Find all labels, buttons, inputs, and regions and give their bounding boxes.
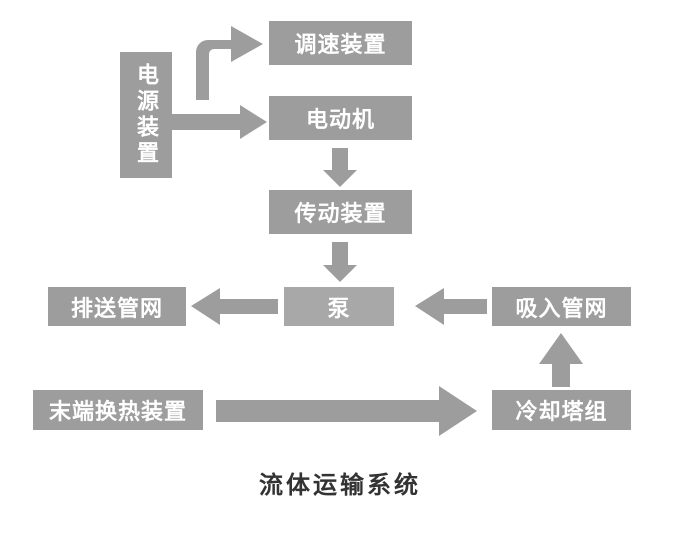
node-speed-regulator-label: 调速装置 — [294, 32, 387, 57]
node-terminal-heat-exchanger-label: 末端换热装置 — [48, 399, 187, 424]
node-transmission[interactable]: 传动装置 — [269, 190, 412, 234]
arrow-suction-to-pump — [415, 288, 487, 325]
arrow-power-to-speed-regulator — [196, 26, 263, 100]
node-terminal-heat-exchanger[interactable]: 末端换热装置 — [33, 390, 203, 430]
node-cooling-tower[interactable]: 冷却塔组 — [492, 390, 631, 430]
node-pump-label: 泵 — [327, 295, 351, 321]
node-discharge-network-label: 排送管网 — [70, 295, 163, 321]
arrow-cooling-tower-to-suction — [539, 333, 583, 387]
node-pump[interactable]: 泵 — [284, 287, 394, 326]
node-speed-regulator[interactable]: 调速装置 — [269, 21, 412, 65]
node-motor-label: 电动机 — [305, 107, 375, 132]
node-suction-network[interactable]: 吸入管网 — [492, 287, 631, 326]
diagram-caption: 流体运输系统 — [259, 473, 421, 499]
arrow-transmission-to-pump — [323, 242, 357, 282]
arrow-terminal-to-cooling-tower — [216, 386, 477, 436]
node-power-supply-label: 电源装置 — [134, 63, 159, 167]
arrow-pump-to-discharge — [191, 288, 278, 325]
node-discharge-network[interactable]: 排送管网 — [48, 287, 186, 326]
node-suction-network-label: 吸入管网 — [515, 295, 608, 321]
node-transmission-label: 传动装置 — [294, 201, 387, 226]
node-motor[interactable]: 电动机 — [269, 96, 412, 140]
arrow-power-to-motor — [172, 105, 267, 139]
node-power-supply[interactable]: 电源装置 — [120, 52, 172, 178]
arrow-motor-to-transmission — [323, 148, 357, 187]
node-cooling-tower-label: 冷却塔组 — [515, 399, 608, 424]
